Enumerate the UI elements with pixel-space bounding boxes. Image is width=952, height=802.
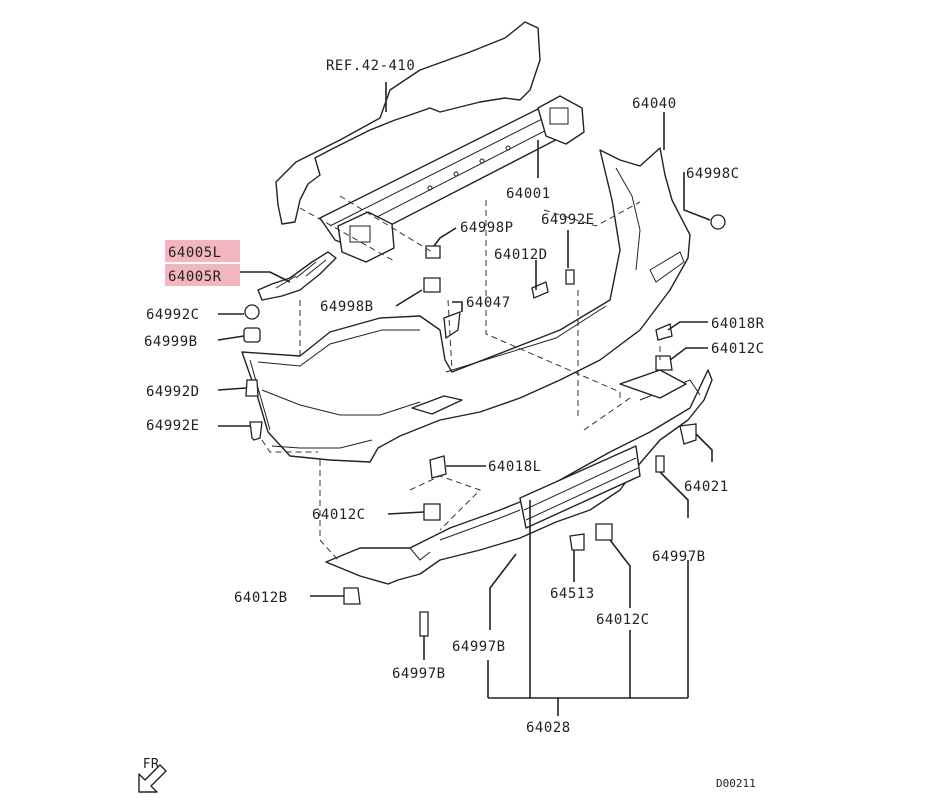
clip-64012C-left xyxy=(423,503,441,521)
label-64992D: 64992D xyxy=(146,384,200,400)
label-64001: 64001 xyxy=(506,186,551,202)
label-64005L: 64005L xyxy=(168,245,222,261)
label-64997B-right: 64997B xyxy=(652,549,706,565)
label-ref: REF.42-410 xyxy=(326,58,415,74)
clip-64012C-right xyxy=(655,355,673,371)
dashed-guides xyxy=(261,195,661,561)
label-64992E-top: 64992E xyxy=(541,212,595,228)
label-64997B-mid: 64997B xyxy=(452,639,506,655)
clip-64992E-left xyxy=(249,421,263,441)
label-64012C-left: 64012C xyxy=(312,507,366,523)
nut-64992C xyxy=(244,304,260,320)
label-64012D: 64012D xyxy=(494,247,548,263)
clip-64012B xyxy=(343,587,361,605)
label-64005R: 64005R xyxy=(168,269,222,285)
clip-64992D xyxy=(245,379,259,397)
diagram-code: D00211 xyxy=(716,777,756,790)
label-64012B: 64012B xyxy=(234,590,288,606)
clip-64513 xyxy=(569,533,585,551)
bracket-64021 xyxy=(679,423,697,445)
bolt-64998B xyxy=(423,277,441,293)
front-direction-indicator: FR xyxy=(138,757,167,793)
clip-64999B xyxy=(243,327,261,343)
label-64513: 64513 xyxy=(550,586,595,602)
ref-panel xyxy=(275,21,541,225)
label-64040: 64040 xyxy=(632,96,677,112)
part-labels: REF.42-410 64040 64001 64998C 64005L 640… xyxy=(144,58,765,736)
label-64992E-left: 64992E xyxy=(146,418,200,434)
reinforcement-beam-64001 xyxy=(319,95,585,263)
leader-lines xyxy=(217,82,713,716)
bumper-face-64040 xyxy=(241,147,691,463)
clip-64012C-bottom xyxy=(595,523,613,541)
label-64998C: 64998C xyxy=(686,166,740,182)
label-64021: 64021 xyxy=(684,479,729,495)
highlight-64005R xyxy=(165,264,240,286)
fasteners xyxy=(243,214,726,637)
label-64998P: 64998P xyxy=(460,220,514,236)
label-64018L: 64018L xyxy=(488,459,542,475)
label-64997B-bottom: 64997B xyxy=(392,666,446,682)
highlight-64005L xyxy=(165,240,240,262)
diffuser-64028 xyxy=(325,369,713,585)
front-arrow-icon xyxy=(138,764,167,793)
bolt-64998P xyxy=(425,245,441,259)
clip-64047 xyxy=(443,311,461,340)
bracket-64018L xyxy=(429,455,447,479)
label-64998B: 64998B xyxy=(320,299,374,315)
label-fr: FR xyxy=(143,757,160,772)
bracket-64018R xyxy=(655,323,673,341)
clip-64012D xyxy=(531,281,549,299)
label-64028: 64028 xyxy=(526,720,571,736)
screw-64998C xyxy=(710,214,726,230)
bracket-64005 xyxy=(257,251,337,301)
clip-64997B-bottom xyxy=(419,611,429,637)
label-64047: 64047 xyxy=(466,295,511,311)
clip-64997B-right xyxy=(655,455,665,473)
label-64012C-right: 64012C xyxy=(711,341,765,357)
label-64992C: 64992C xyxy=(146,307,200,323)
label-64999B: 64999B xyxy=(144,334,198,350)
label-64012C-bottom: 64012C xyxy=(596,612,650,628)
clip-64992E-top xyxy=(565,269,575,285)
label-64018R: 64018R xyxy=(711,316,765,332)
